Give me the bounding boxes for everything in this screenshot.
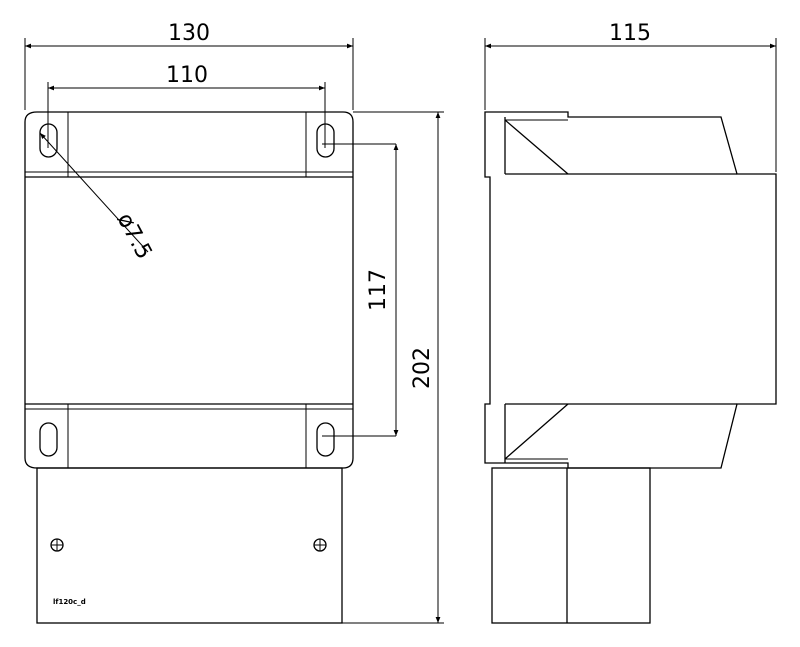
dim-115-label: 115	[609, 21, 651, 46]
dim-117-label: 117	[366, 269, 391, 311]
mounting-slot-bottom-left	[39, 422, 58, 457]
front-view: lf120c_d	[24, 111, 396, 624]
screw-right-icon	[313, 538, 327, 552]
dimension-110: 110	[47, 63, 326, 148]
drawing-code-label: lf120c_d	[53, 598, 86, 606]
mounting-slot-bottom-right	[316, 422, 335, 457]
dim-202-label: 202	[410, 347, 435, 389]
dim-130-label: 130	[168, 21, 210, 46]
dimension-hole-diameter: ø7.5	[39, 132, 157, 264]
dimension-117: 117	[366, 144, 399, 436]
dimension-130: 130	[24, 21, 354, 110]
dim-hole-label: ø7.5	[112, 209, 157, 264]
side-back-plate	[484, 111, 777, 469]
side-diagonal-bottom	[504, 403, 569, 460]
side-diagonal-top	[504, 119, 569, 175]
side-view	[484, 111, 777, 624]
dimension-202: 202	[342, 111, 444, 624]
screw-left-icon	[50, 538, 64, 552]
front-body-outline	[24, 111, 354, 469]
dimension-115: 115	[484, 21, 777, 172]
terminal-cover	[36, 467, 343, 624]
dim-110-label: 110	[166, 63, 208, 88]
side-terminal-cover	[491, 467, 651, 624]
